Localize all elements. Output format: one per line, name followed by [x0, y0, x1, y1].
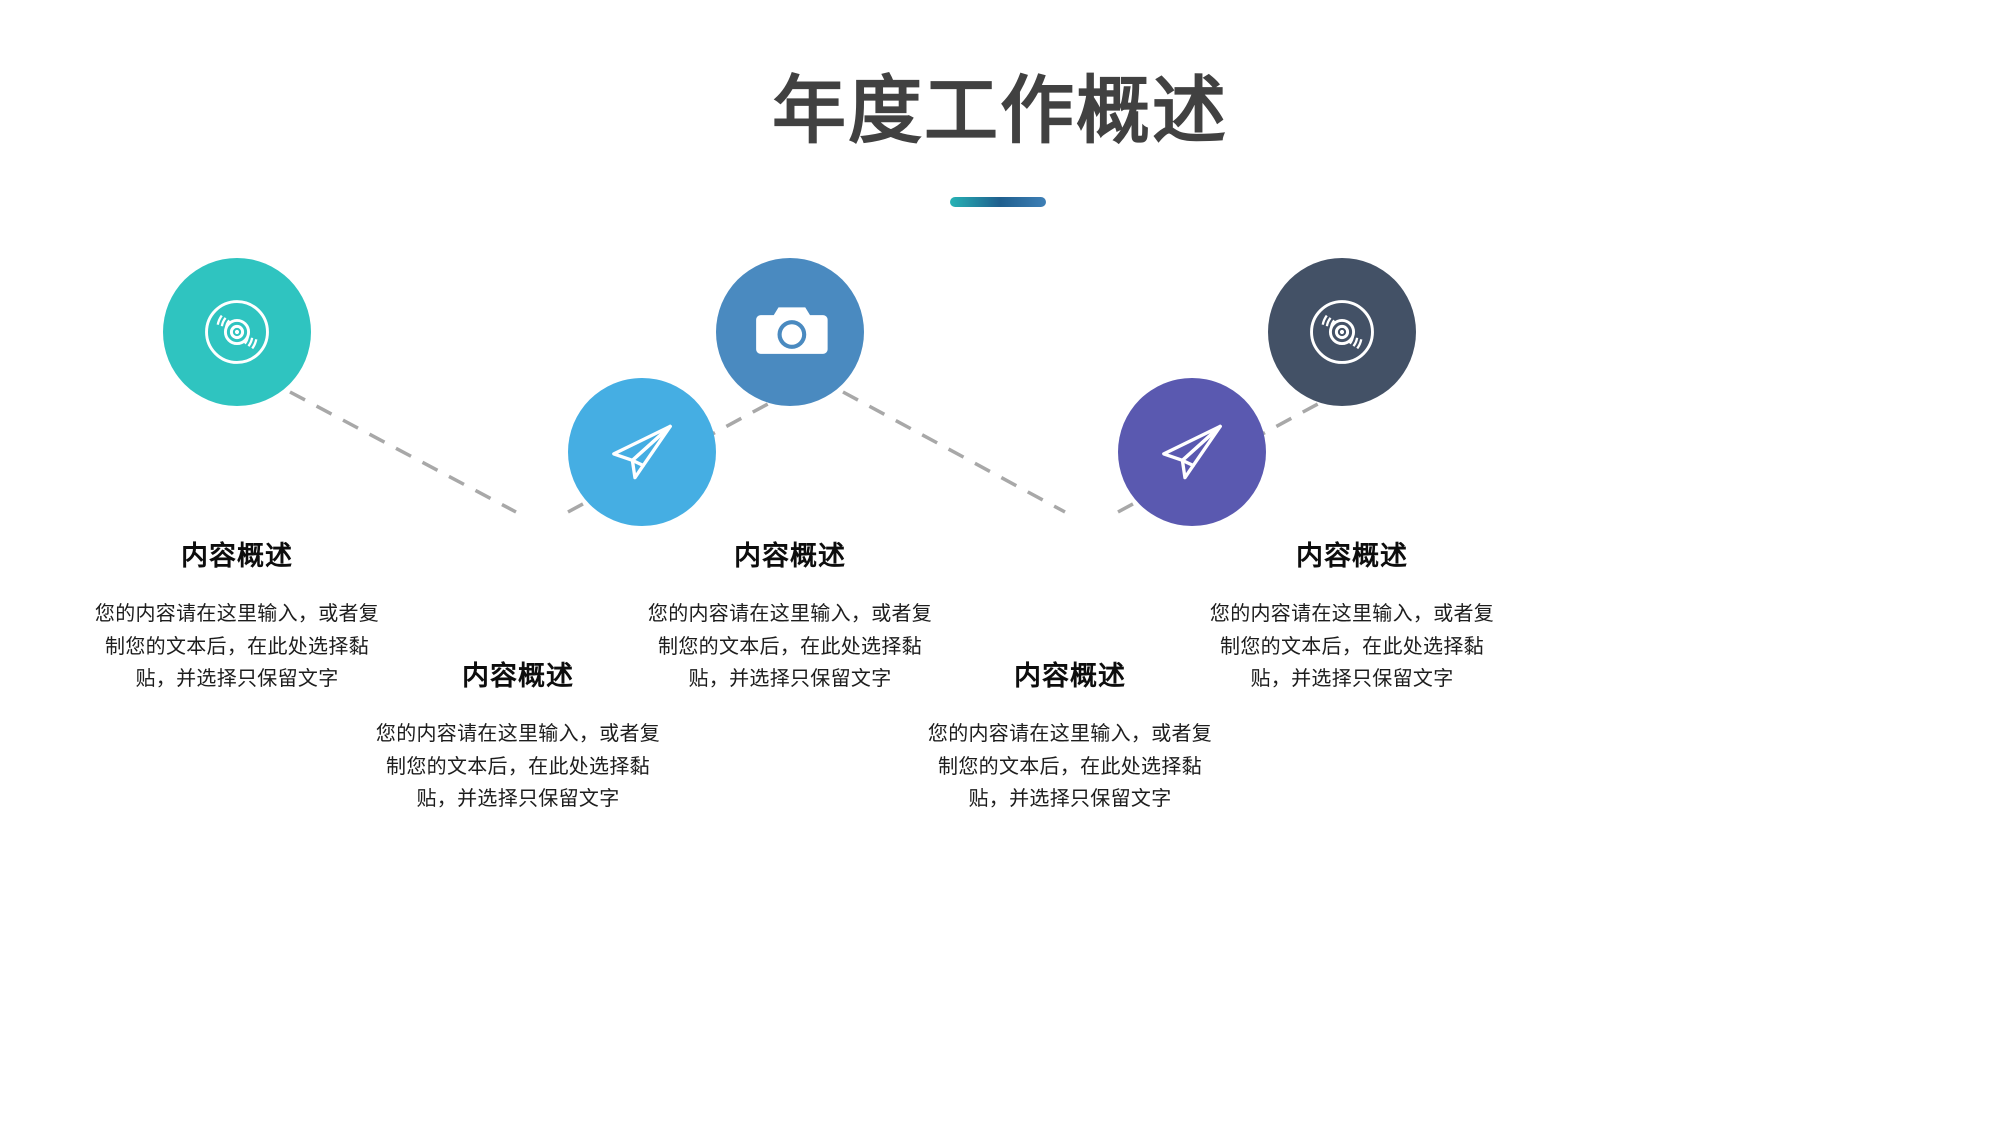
group-heading-2: 内容概述 [462, 661, 574, 691]
group-heading-3: 内容概述 [734, 541, 846, 571]
group-body-5: 您的内容请在这里输入，或者复制您的文本后，在此处选择黏贴，并选择只保留文字 [1209, 603, 1495, 691]
vinyl-record-icon [198, 293, 276, 371]
vinyl-record-icon [1303, 293, 1381, 371]
connector-3-4 [842, 390, 1066, 514]
group-body-3: 您的内容请在这里输入，或者复制您的文本后，在此处选择黏贴，并选择只保留文字 [647, 603, 933, 691]
node-circle-1[interactable] [163, 258, 311, 406]
node-circle-4[interactable] [1118, 378, 1266, 526]
group-heading-5: 内容概述 [1296, 541, 1408, 571]
paper-plane-icon [601, 411, 683, 493]
node-circle-2[interactable] [568, 378, 716, 526]
node-circle-3[interactable] [716, 258, 864, 406]
text-group-4: 内容概述 您的内容请在这里输入，或者复制您的文本后，在此处选择黏贴，并选择只保留… [920, 660, 1220, 816]
group-heading-4: 内容概述 [1014, 661, 1126, 691]
text-group-3: 内容概述 您的内容请在这里输入，或者复制您的文本后，在此处选择黏贴，并选择只保留… [640, 540, 940, 696]
title-accent-rule [950, 197, 1046, 207]
page-title: 年度工作概述 [772, 69, 1228, 152]
text-group-2: 内容概述 您的内容请在这里输入，或者复制您的文本后，在此处选择黏贴，并选择只保留… [368, 660, 668, 816]
group-body-2: 您的内容请在这里输入，或者复制您的文本后，在此处选择黏贴，并选择只保留文字 [375, 723, 661, 811]
text-group-1: 内容概述 您的内容请在这里输入，或者复制您的文本后，在此处选择黏贴，并选择只保留… [87, 540, 387, 696]
paper-plane-icon [1151, 411, 1233, 493]
connector-1-2 [289, 390, 517, 514]
group-body-4: 您的内容请在这里输入，或者复制您的文本后，在此处选择黏贴，并选择只保留文字 [927, 723, 1213, 811]
camera-icon [750, 292, 830, 372]
title-block: 年度工作概述 [0, 69, 2000, 153]
group-heading-1: 内容概述 [181, 541, 293, 571]
node-circle-5[interactable] [1268, 258, 1416, 406]
text-group-5: 内容概述 您的内容请在这里输入，或者复制您的文本后，在此处选择黏贴，并选择只保留… [1202, 540, 1502, 696]
group-body-1: 您的内容请在这里输入，或者复制您的文本后，在此处选择黏贴，并选择只保留文字 [94, 603, 380, 691]
